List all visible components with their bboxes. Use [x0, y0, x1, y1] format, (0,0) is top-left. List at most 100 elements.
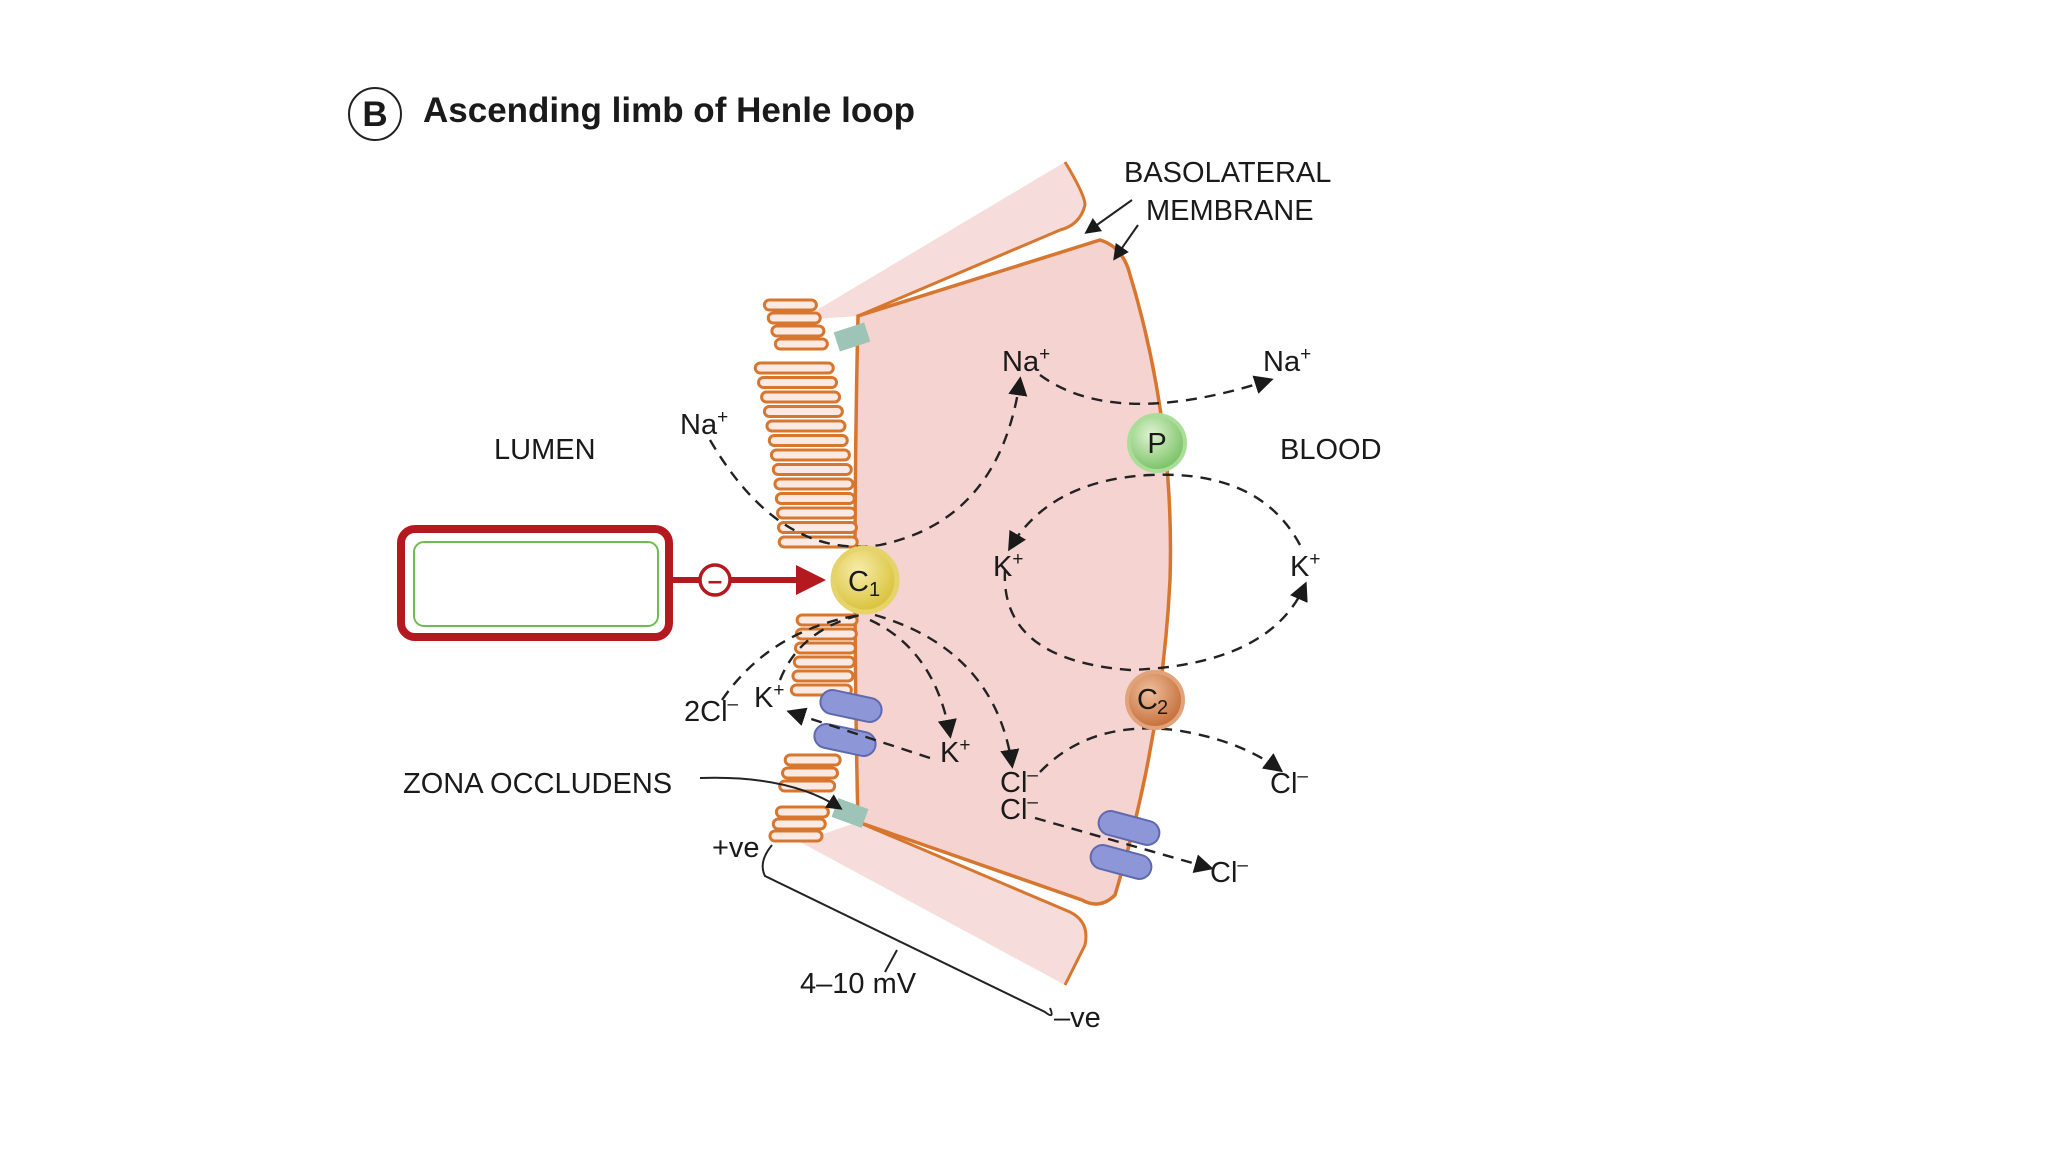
- svg-text:Cl–: Cl–: [1000, 765, 1038, 799]
- flux-na-into-cell: [708, 376, 1028, 548]
- svg-text:K+: K+: [754, 680, 784, 714]
- microvillus-28: [768, 829, 824, 843]
- microvillus-26: [774, 805, 830, 819]
- ion-k-lumen: K+: [754, 680, 784, 714]
- c2-letter: C: [1137, 684, 1158, 716]
- panel-letter-circle: [348, 87, 402, 141]
- ion-k-channel: K+: [940, 735, 970, 769]
- c2-subscript: 2: [1157, 697, 1168, 719]
- inhibition-arrow: –: [669, 563, 826, 597]
- channel-basal-2: [1089, 844, 1153, 880]
- flux-k-back-to-lumen: [786, 707, 931, 760]
- microvillus-19: [793, 641, 857, 655]
- c1-letter: C: [848, 566, 869, 598]
- transporter-c1: C 1: [830, 545, 900, 615]
- label-blood: BLOOD: [1280, 434, 1382, 466]
- potential-bracket-tick: [884, 949, 898, 973]
- lower-neighbor-membrane: [857, 820, 1088, 986]
- ion-cl-cell-1: Cl–: [1000, 765, 1038, 799]
- microvillus-6: [760, 390, 842, 404]
- microvillus-5: [757, 376, 839, 389]
- upper-neighbor-cell: [800, 162, 1085, 320]
- svg-text:K+: K+: [993, 549, 1023, 583]
- inhibit-icon: [698, 563, 732, 597]
- svg-text:Na+: Na+: [1263, 344, 1311, 378]
- page-title: Ascending limb of Henle loop: [423, 91, 915, 130]
- microvillus-15: [776, 521, 858, 534]
- microvillus-23: [783, 753, 842, 767]
- label-zona-occludens: ZONA OCCLUDENS: [403, 768, 672, 800]
- microvillus-13: [774, 492, 856, 505]
- svg-text:K+: K+: [1290, 549, 1320, 583]
- microvillus-7: [762, 405, 844, 418]
- microvillus-27: [771, 817, 827, 831]
- microvillus-9: [767, 434, 849, 447]
- channel-apical-1: [819, 689, 883, 723]
- microvillus-21: [791, 669, 855, 683]
- paracellular-channels: [813, 689, 1161, 880]
- microvillus-4: [753, 361, 835, 375]
- ion-na-cell: Na+: [1002, 344, 1050, 378]
- svg-text:Cl–: Cl–: [1210, 855, 1248, 889]
- potential-bracket-line: [761, 844, 1053, 1017]
- upper-neighbor-membrane: [857, 161, 1087, 318]
- microvillus-20: [792, 655, 856, 669]
- microvillus-12: [773, 477, 855, 491]
- panel-title: B Ascending limb of Henle loop: [348, 87, 915, 141]
- drug-box: [397, 525, 673, 641]
- c1-subscript: 1: [869, 579, 880, 601]
- ion-cl-blood-2: Cl–: [1210, 855, 1248, 889]
- apical-brush-border: [753, 298, 859, 843]
- ion-k-blood: K+: [1290, 549, 1320, 583]
- ion-na-lumen: Na+: [680, 407, 728, 441]
- microvillus-17: [795, 613, 859, 627]
- ion-na-blood: Na+: [1263, 344, 1311, 378]
- basolateral-pointer-1: [1084, 199, 1133, 234]
- microvillus-10: [769, 448, 851, 462]
- inhibit-symbol: –: [708, 565, 722, 595]
- microvillus-3: [773, 337, 829, 351]
- microvillus-24: [781, 766, 840, 780]
- label-potential: 4–10 mV: [800, 968, 917, 1000]
- label-membrane: MEMBRANE: [1146, 195, 1314, 227]
- lower-neighbor-cell: [800, 822, 1086, 985]
- microvillus-18: [794, 627, 858, 641]
- svg-text:Cl–: Cl–: [1270, 766, 1308, 800]
- drug-box-inner: [413, 541, 659, 627]
- pump-p: P: [1127, 413, 1187, 473]
- microvillus-8: [765, 419, 847, 433]
- svg-text:2Cl–: 2Cl–: [684, 694, 739, 728]
- ion-cl-blood-1: Cl–: [1270, 766, 1308, 800]
- potential-bracket: +ve –ve 4–10 mV: [712, 832, 1101, 1034]
- flux-cl-to-blood: [1039, 727, 1284, 773]
- flux-na-to-blood: [1039, 374, 1274, 405]
- microvillus-14: [776, 506, 858, 520]
- zona-occludens-pointer: [699, 776, 843, 810]
- microvillus-1: [766, 311, 822, 325]
- ion-k-cell: K+: [993, 549, 1023, 583]
- microvillus-11: [771, 463, 853, 476]
- panel-letter: B: [362, 95, 387, 134]
- flux-k-recycle-upper: [1008, 473, 1302, 552]
- transporter-c2: C 2: [1125, 670, 1185, 730]
- flux-k-recycle-lower: [1003, 569, 1308, 672]
- svg-text:Cl–: Cl–: [1000, 792, 1038, 826]
- microvillus-2: [770, 324, 826, 338]
- svg-text:Na+: Na+: [1002, 344, 1050, 378]
- ion-cl-cell-2: Cl–: [1000, 792, 1038, 826]
- microvillus-0: [762, 298, 818, 312]
- label-basolateral: BASOLATERAL: [1124, 157, 1331, 189]
- ion-2cl-lumen: 2Cl–: [684, 694, 739, 728]
- label-negative: –ve: [1054, 1002, 1101, 1034]
- label-positive: +ve: [712, 832, 760, 864]
- flux-2cl-from-lumen: [721, 613, 861, 701]
- p-letter: P: [1147, 428, 1166, 460]
- channel-basal-1: [1097, 810, 1161, 846]
- channel-apical-2: [813, 723, 877, 757]
- label-lumen: LUMEN: [494, 434, 596, 466]
- tight-junction-top: [833, 322, 871, 352]
- ion-flux-paths: [708, 374, 1308, 874]
- svg-text:Na+: Na+: [680, 407, 728, 441]
- microvillus-16: [777, 535, 859, 549]
